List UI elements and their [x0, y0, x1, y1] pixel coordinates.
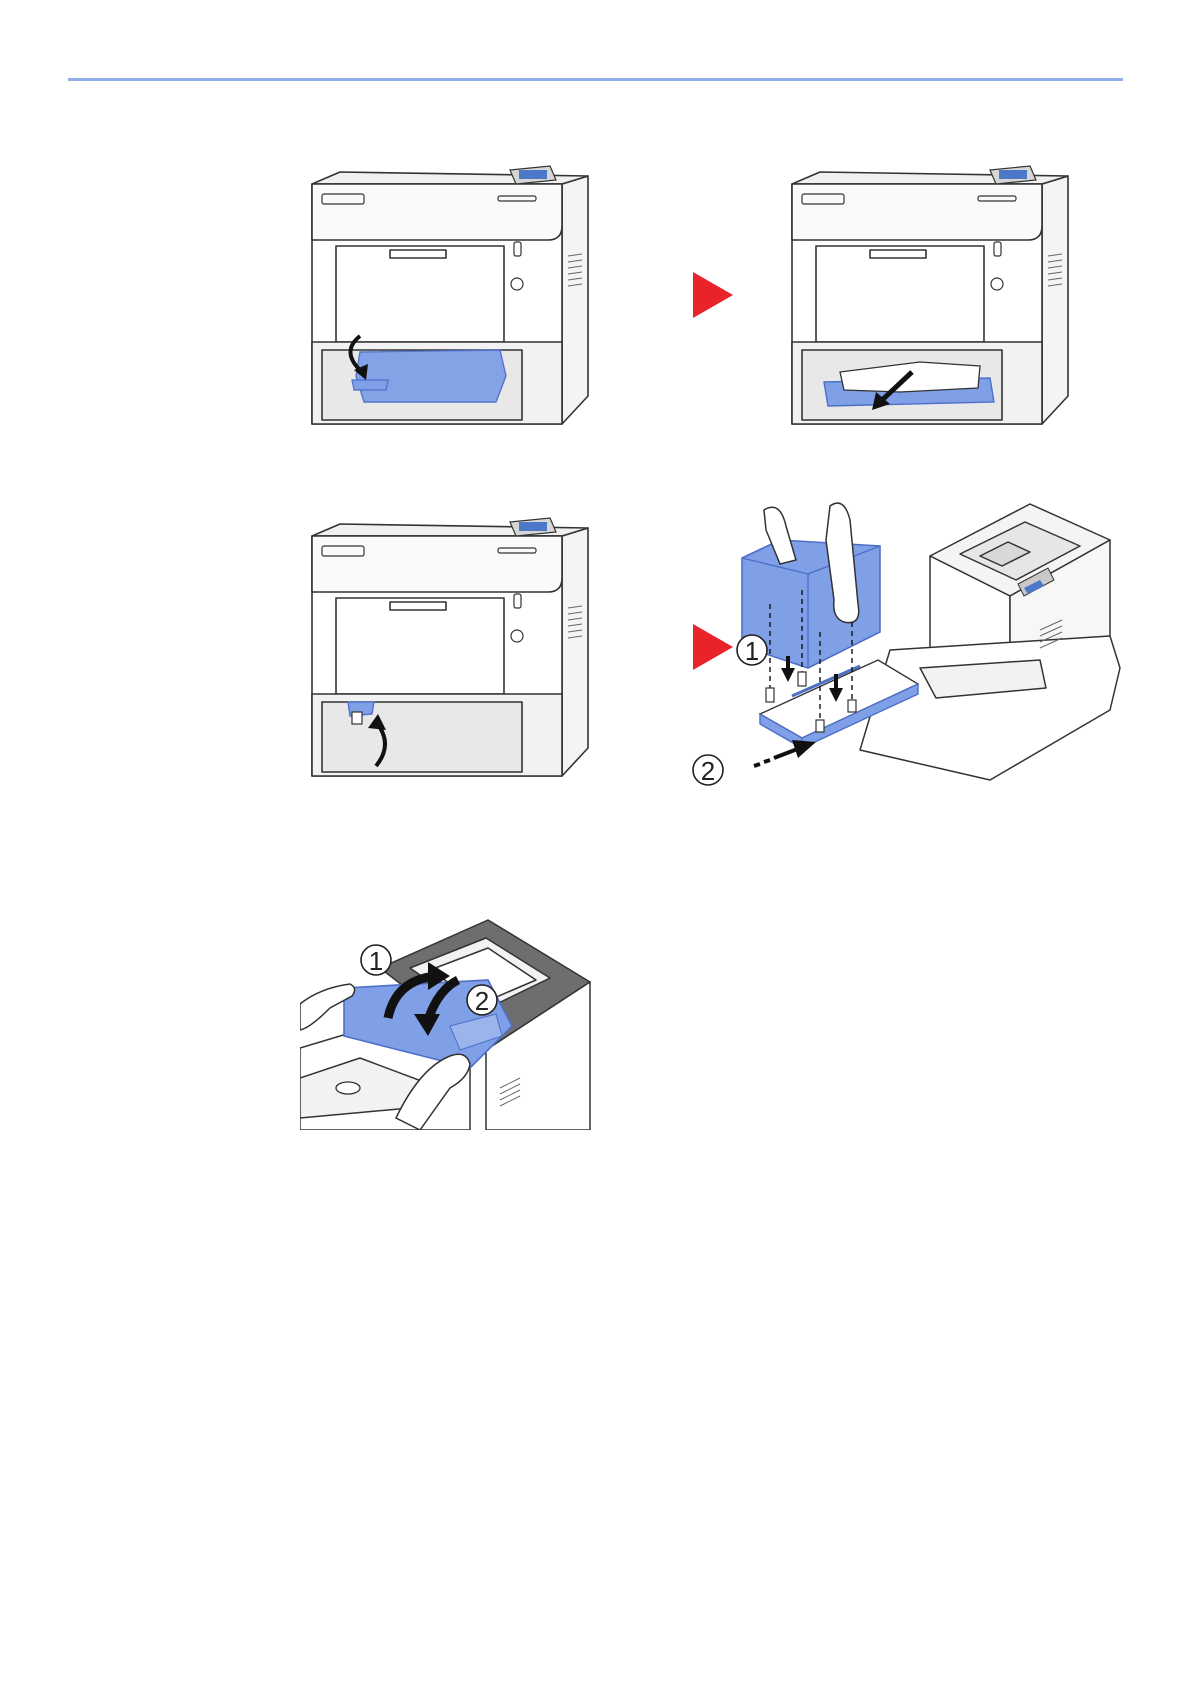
step-marker-label: 1 — [369, 946, 383, 976]
step-marker-1: 1 — [737, 635, 767, 666]
step-marker-2: 2 — [693, 755, 723, 786]
step-marker-label: 2 — [701, 756, 715, 786]
step-marker-label: 2 — [475, 986, 489, 1016]
step-marker-label: 1 — [745, 636, 759, 666]
close-top-cover-illustration: 1 2 — [300, 918, 600, 1138]
next-step-arrow-icon — [693, 624, 733, 675]
printer-open-jam-cover-illustration — [300, 166, 640, 426]
header-rule — [68, 78, 1123, 81]
insert-cassette-illustration: 1 2 — [740, 500, 1140, 820]
step-marker-1: 1 — [361, 945, 391, 976]
printer-remove-jammed-paper-illustration — [780, 166, 1120, 426]
printer-close-jam-cover-illustration — [300, 518, 640, 778]
step-marker-2: 2 — [467, 985, 497, 1016]
next-step-arrow-icon — [693, 272, 733, 323]
